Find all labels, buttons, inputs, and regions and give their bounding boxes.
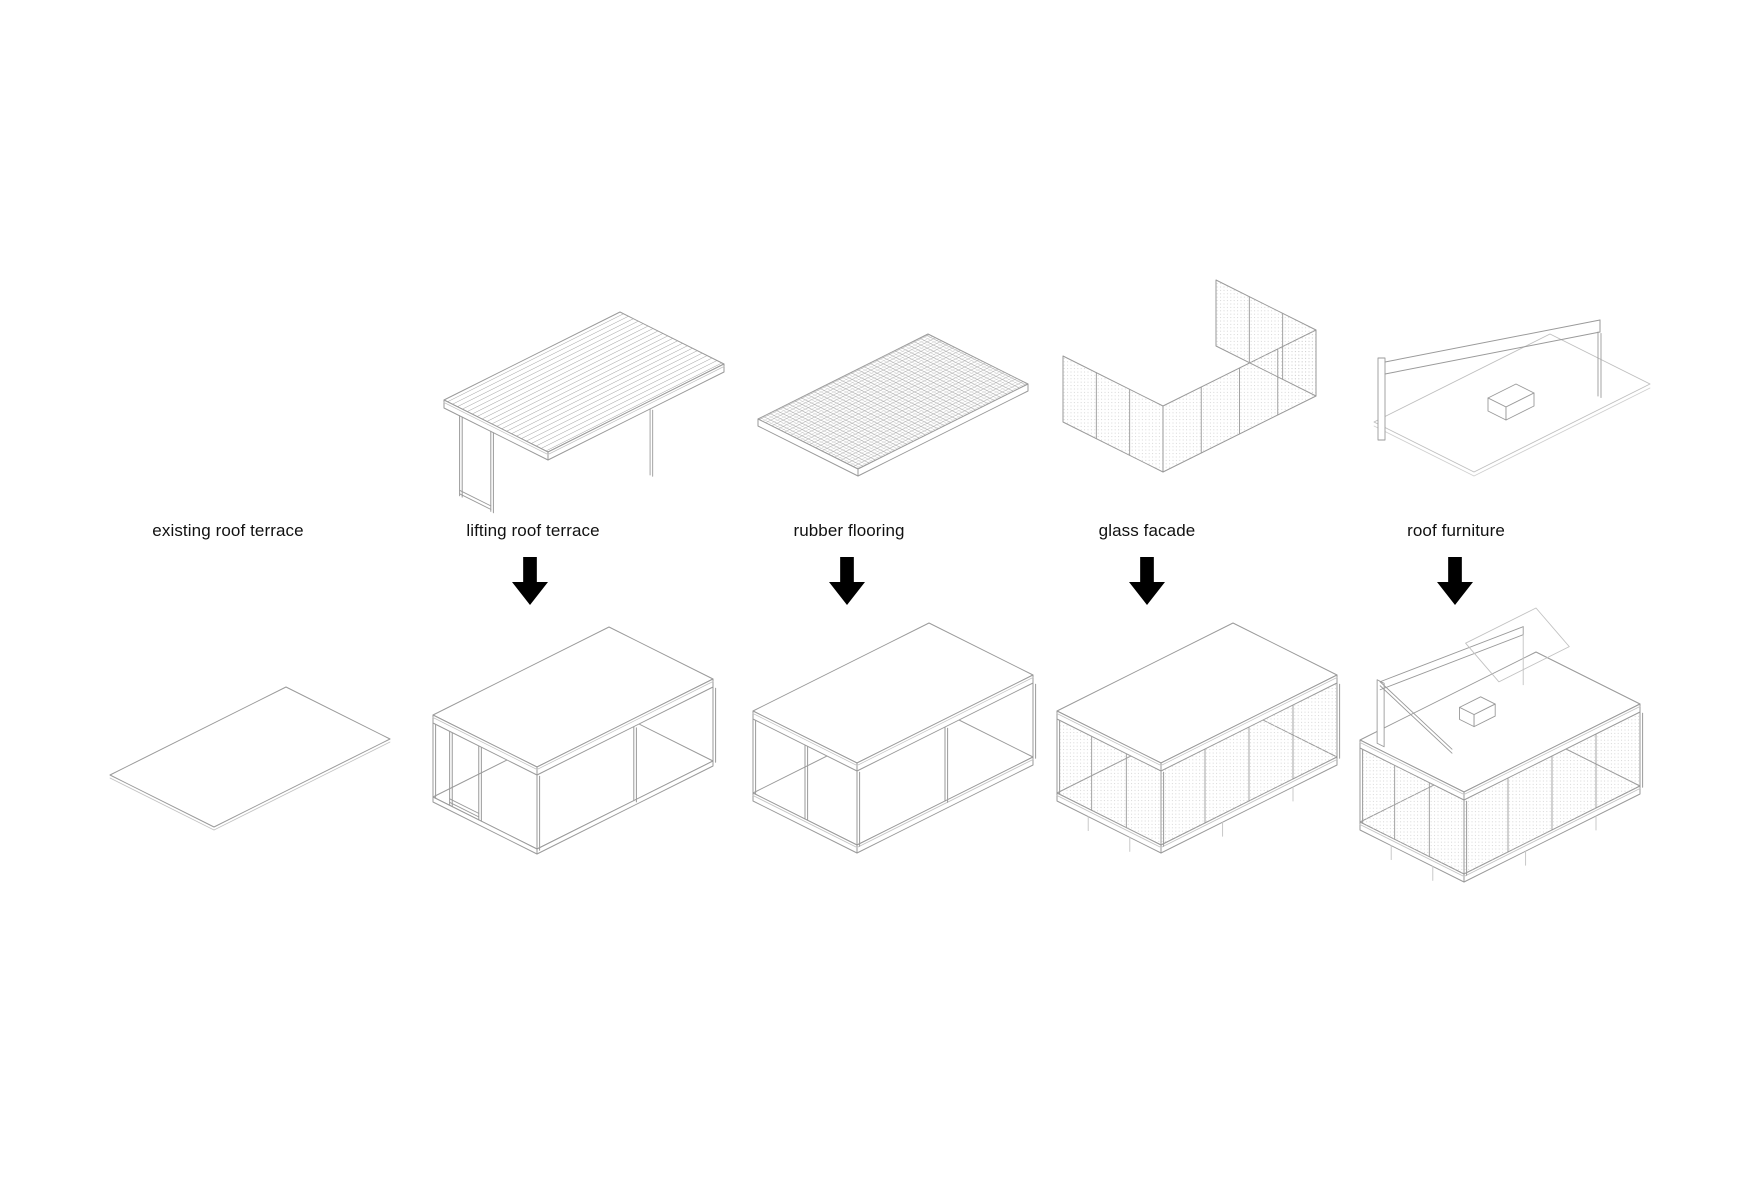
lifting-roof-terrace-component-drawing: [443, 311, 725, 514]
step-label-rubber-flooring: rubber flooring: [793, 521, 905, 540]
step-label-roof-furniture: roof furniture: [1407, 521, 1505, 540]
roof-furniture-component-drawing: [1373, 319, 1651, 477]
assembly-lifted-roof-drawing: [432, 626, 717, 855]
step-label-lifting-roof-terrace: lifting roof terrace: [466, 521, 600, 540]
step-label-glass-facade: glass facade: [1098, 521, 1196, 540]
step-label-existing-roof-terrace: existing roof terrace: [152, 521, 304, 540]
assembly-roof-furniture-drawing: [1359, 607, 1644, 883]
glass-facade-component-drawing: [1062, 279, 1317, 473]
existing-roof-terrace-drawing: [109, 686, 391, 831]
assembly-glass-facade-drawing: [1056, 622, 1341, 854]
rubber-flooring-component-drawing: [757, 333, 1029, 477]
assembly-rubber-flooring-drawing: [752, 622, 1037, 854]
